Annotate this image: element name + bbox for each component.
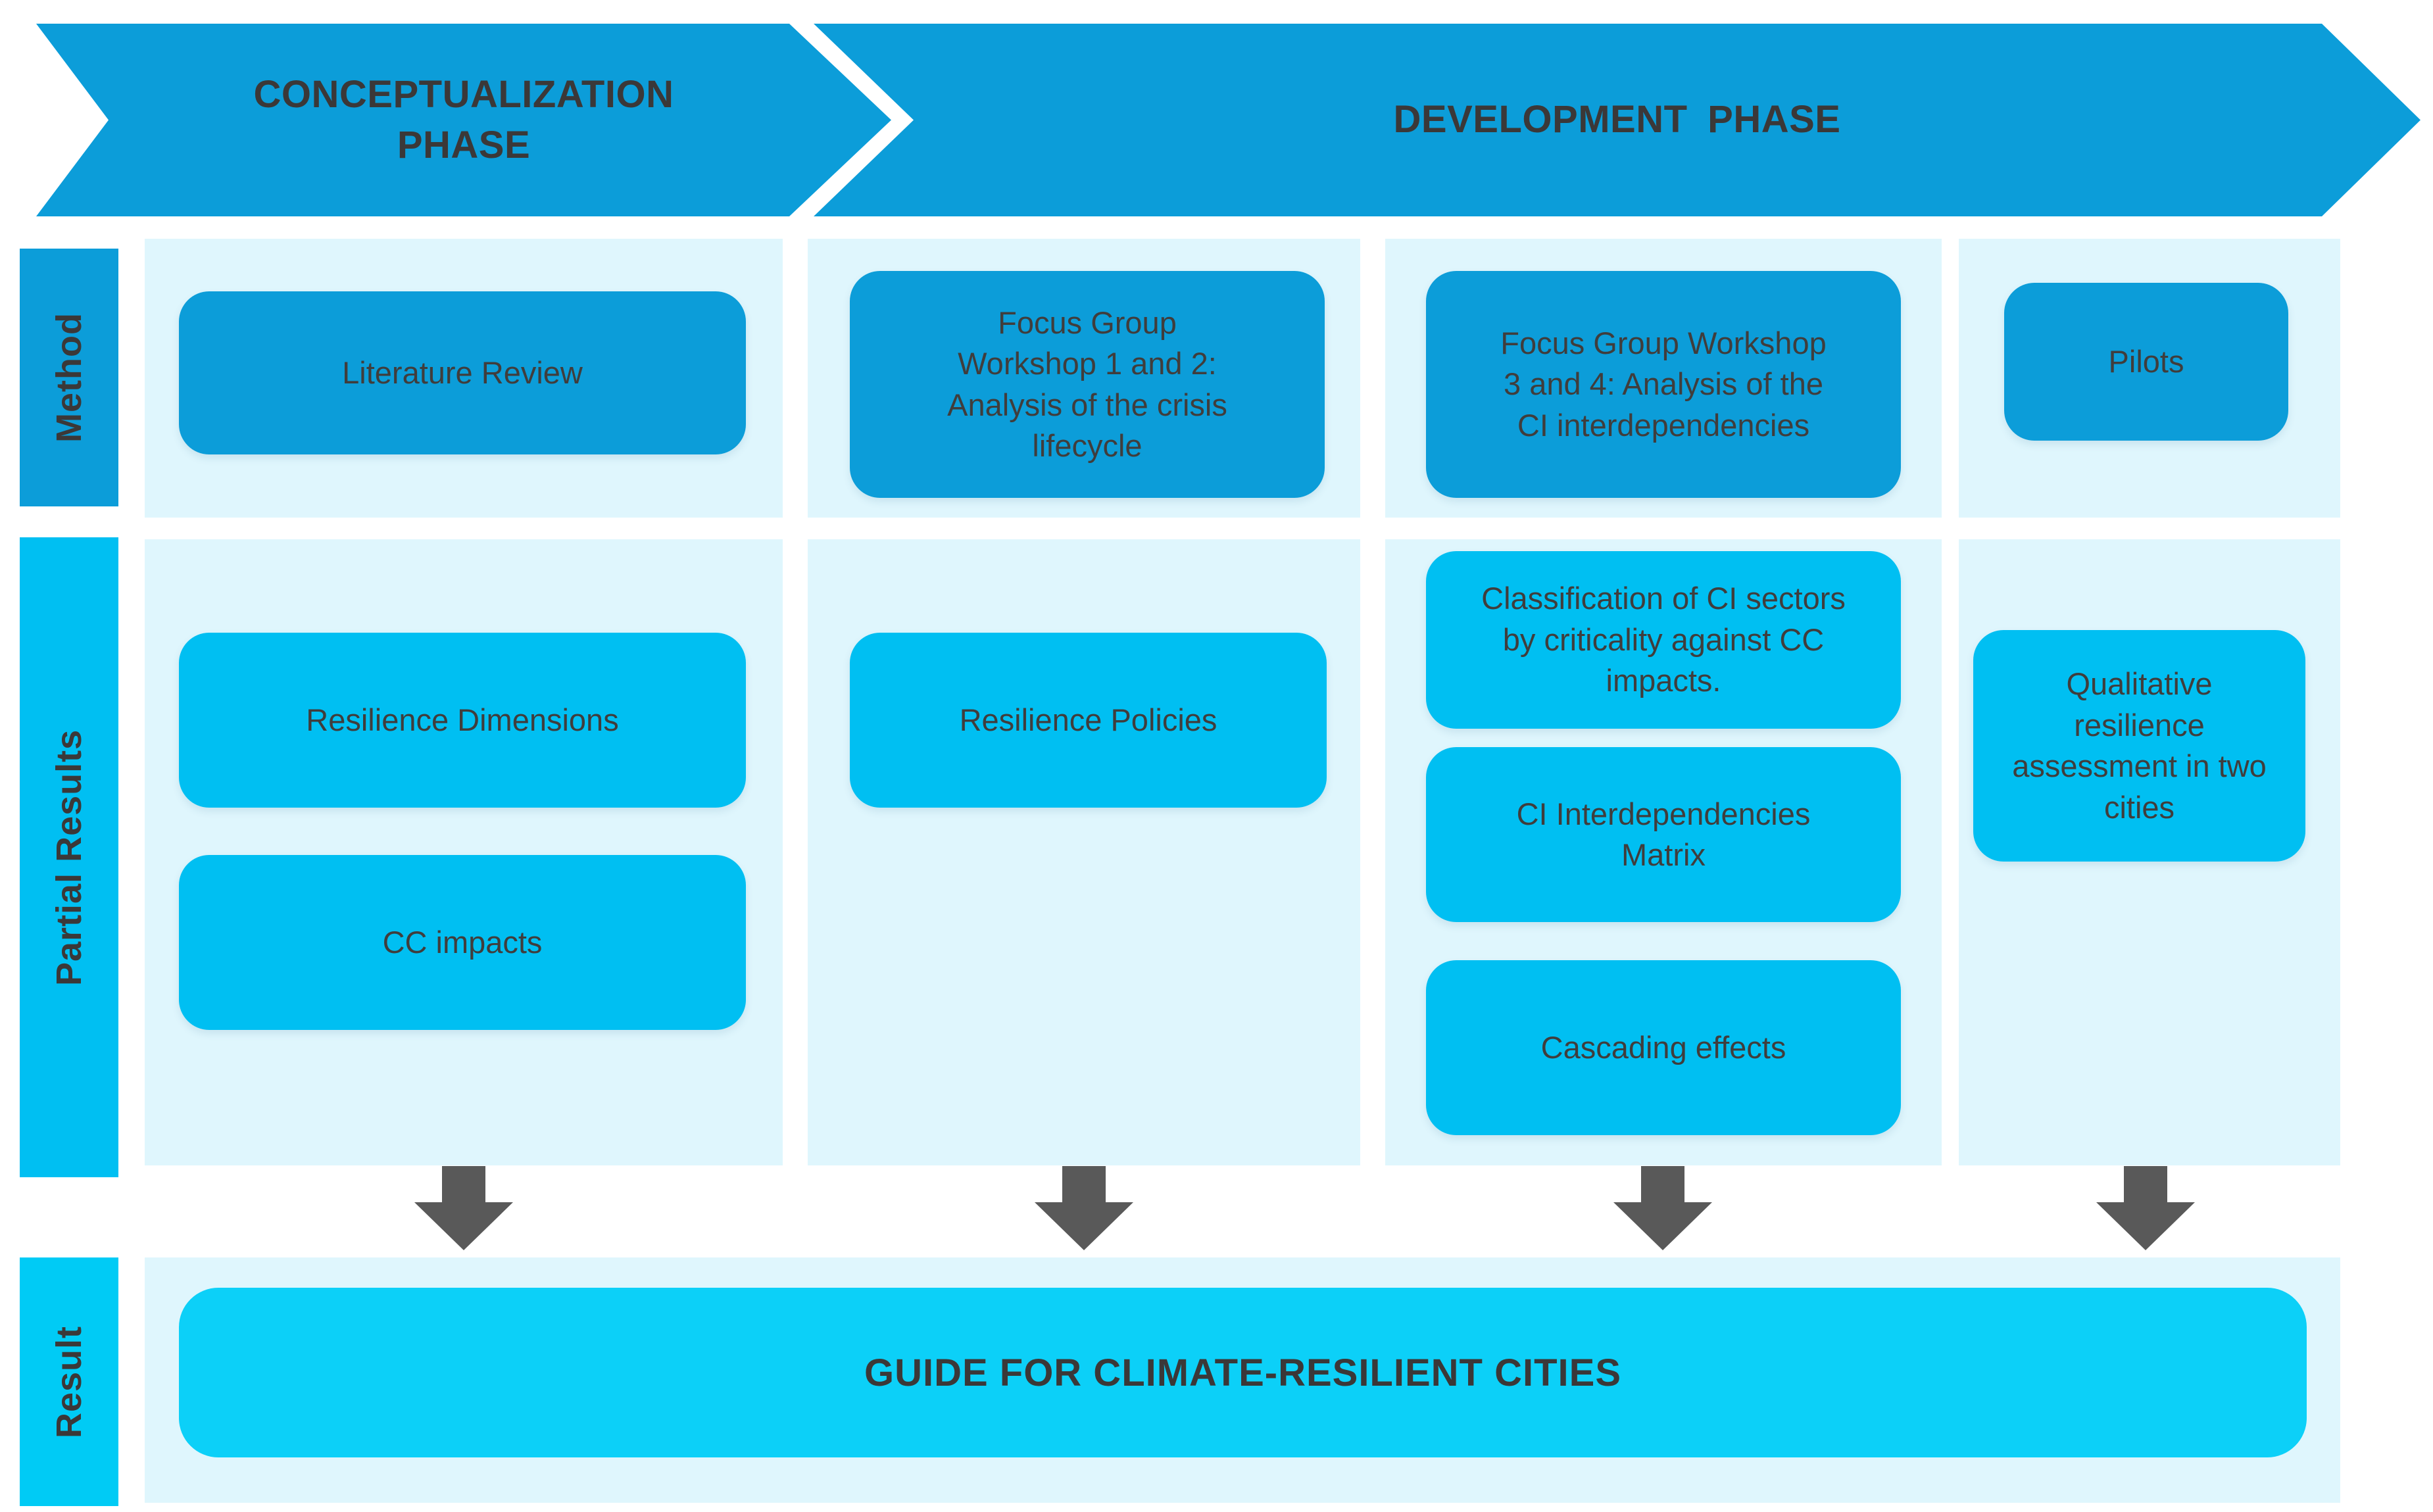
row-label-text: Method bbox=[49, 312, 89, 443]
partial-result-box-resilience-policies: Resilience Policies bbox=[850, 633, 1327, 808]
method-box-focus-group-workshop-3-4: Focus Group Workshop 3 and 4: Analysis o… bbox=[1426, 271, 1901, 498]
down-arrow-icon bbox=[414, 1166, 513, 1250]
partial-result-box-cascading-effects: Cascading effects bbox=[1426, 960, 1901, 1135]
box-label: Qualitative resilience assessment in two… bbox=[2012, 666, 2267, 825]
box-label: CC impacts bbox=[382, 924, 543, 960]
phase-banner-development: DEVELOPMENT PHASE bbox=[814, 24, 2421, 216]
partial-result-box-ci-interdependencies-matrix: CI Interdependencies Matrix bbox=[1426, 747, 1901, 922]
row-label-text: Partial Results bbox=[49, 729, 89, 986]
row-label-result: Result bbox=[20, 1257, 118, 1506]
partial-result-box-ci-classification: Classification of CI sectors by critical… bbox=[1426, 551, 1901, 729]
box-label: Literature Review bbox=[342, 354, 583, 390]
method-box-pilots: Pilots bbox=[2004, 283, 2288, 441]
phase-banner-label: DEVELOPMENT PHASE bbox=[1393, 98, 1841, 141]
box-label: Classification of CI sectors by critical… bbox=[1481, 581, 1846, 698]
box-label: Pilots bbox=[2108, 343, 2184, 379]
row-label-partial-results: Partial Results bbox=[20, 537, 118, 1177]
box-label: Focus Group Workshop 1 and 2: Analysis o… bbox=[947, 305, 1227, 464]
row-label-method: Method bbox=[20, 249, 118, 506]
box-label: Cascading effects bbox=[1540, 1029, 1786, 1065]
method-box-literature-review: Literature Review bbox=[179, 291, 746, 454]
box-label: Resilience Policies bbox=[959, 702, 1217, 737]
result-bar-guide: GUIDE FOR CLIMATE-RESILIENT CITIES bbox=[179, 1288, 2307, 1457]
box-label: Focus Group Workshop 3 and 4: Analysis o… bbox=[1500, 325, 1827, 443]
box-label: CI Interdependencies Matrix bbox=[1516, 796, 1811, 873]
partial-result-box-cc-impacts: CC impacts bbox=[179, 855, 746, 1030]
method-box-focus-group-workshop-1-2: Focus Group Workshop 1 and 2: Analysis o… bbox=[850, 271, 1325, 498]
partial-result-box-resilience-dimensions: Resilience Dimensions bbox=[179, 633, 746, 808]
down-arrow-icon bbox=[2096, 1166, 2195, 1250]
phase-banner-label: CONCEPTUALIZATION PHASE bbox=[253, 72, 674, 166]
result-bar-label: GUIDE FOR CLIMATE-RESILIENT CITIES bbox=[864, 1351, 1622, 1394]
box-label: Resilience Dimensions bbox=[306, 702, 619, 737]
row-label-text: Result bbox=[49, 1325, 89, 1438]
down-arrow-icon bbox=[1035, 1166, 1133, 1250]
partial-result-box-qualitative-assessment: Qualitative resilience assessment in two… bbox=[1973, 630, 2305, 862]
down-arrow-icon bbox=[1613, 1166, 1712, 1250]
phase-banner-conceptualization: CONCEPTUALIZATION PHASE bbox=[36, 24, 891, 216]
